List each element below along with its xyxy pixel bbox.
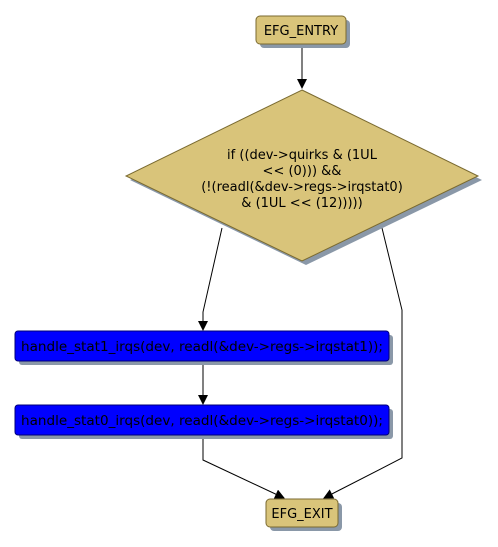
condition-line-2: << (0))) && <box>263 164 342 179</box>
exit-node: EFG_EXIT <box>265 498 342 531</box>
exit-node-box <box>265 498 339 528</box>
edge-condition-to-stat1 <box>198 227 223 331</box>
stat1-node: handle_stat1_irqs(dev, readl(&dev->regs-… <box>14 330 393 365</box>
condition-node: if ((dev->quirks & (1UL << (0))) && (!(r… <box>124 89 482 265</box>
condition-line-3: (!(readl(&dev->regs->irqstat0) <box>201 180 403 195</box>
edge-condition-to-exit <box>323 227 403 499</box>
condition-line-4: & (1UL << (12))))) <box>241 196 362 211</box>
stat0-node-label: handle_stat0_irqs(dev, readl(&dev->regs-… <box>21 414 383 429</box>
entry-node-label: EFG_ENTRY <box>264 24 338 39</box>
exit-node-label: EFG_EXIT <box>271 507 332 522</box>
edge-stat0-to-exit <box>202 435 285 499</box>
condition-node-diamond <box>124 89 480 262</box>
condition-line-1: if ((dev->quirks & (1UL <box>227 148 378 163</box>
stat0-node: handle_stat0_irqs(dev, readl(&dev->regs-… <box>14 404 393 439</box>
entry-node-box <box>255 15 347 45</box>
stat0-node-box <box>14 404 390 436</box>
edges <box>198 47 403 499</box>
entry-node: EFG_ENTRY <box>255 15 350 48</box>
stat1-node-box <box>14 330 390 362</box>
stat1-node-label: handle_stat1_irqs(dev, readl(&dev->regs-… <box>21 340 383 355</box>
